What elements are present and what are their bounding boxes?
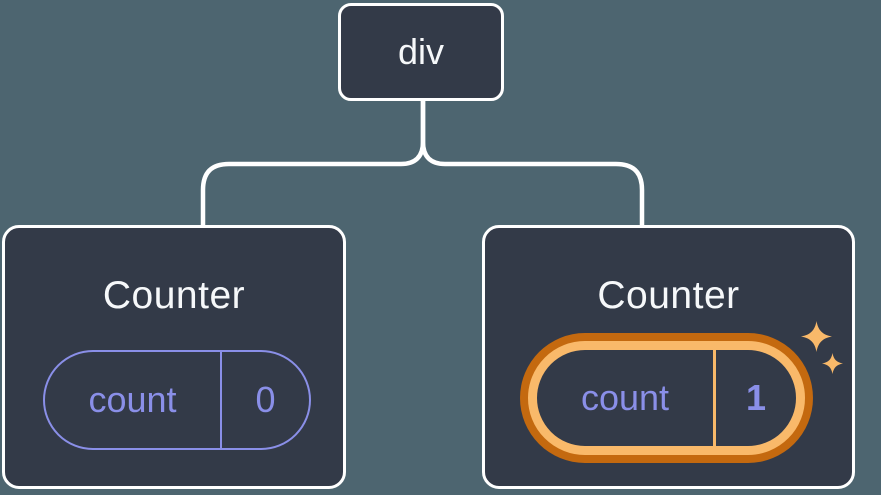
root-node-label: div: [397, 31, 445, 72]
counter-title: Counter: [102, 274, 246, 317]
state-pill: count 0: [43, 350, 311, 450]
connector-right-branch: [420, 98, 645, 229]
state-key-label: count: [537, 350, 716, 446]
state-value: 0: [255, 379, 276, 420]
counter-card-right: Counter count 1: [482, 225, 855, 489]
state-pill-highlighted: count 1: [528, 341, 805, 455]
root-node-div: div: [338, 3, 504, 101]
counter-card-left: Counter count 0: [2, 225, 346, 489]
connector-left-branch: [200, 98, 426, 229]
state-key-label: count: [45, 352, 222, 448]
state-value: 1: [745, 377, 767, 418]
state-highlight-ring: count 1: [520, 333, 813, 463]
counter-title: Counter: [597, 274, 740, 317]
